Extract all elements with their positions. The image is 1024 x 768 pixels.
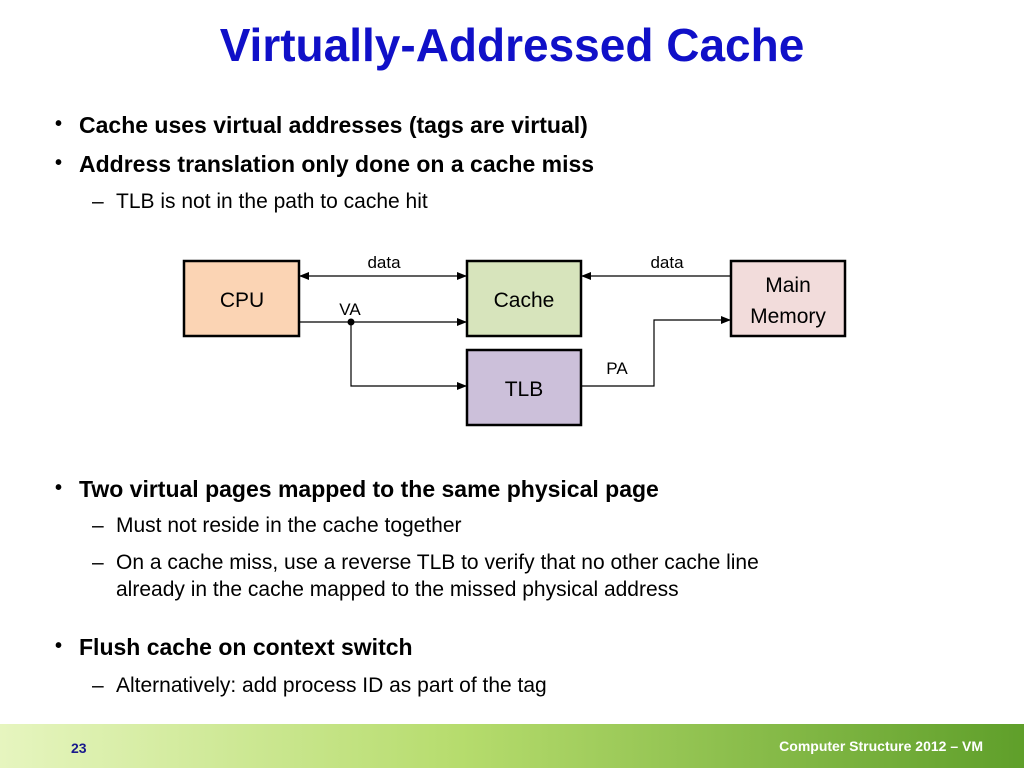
tlb-label: TLB (505, 378, 544, 401)
sub-bullet-dash: – (92, 190, 104, 213)
memory-label-line2: Memory (750, 305, 826, 328)
sub-bullet-text: Must not reside in the cache together (116, 514, 462, 537)
sub-bullet-text: Alternatively: add process ID as part of… (116, 674, 547, 697)
memory-box (729, 259, 847, 338)
bullet-dot: • (55, 113, 63, 135)
cpu-box (182, 259, 301, 338)
data-label-right: data (650, 253, 684, 272)
footer-caption: Computer Structure 2012 – VM (779, 738, 983, 754)
bullet-text: Two virtual pages mapped to the same phy… (79, 476, 659, 502)
slide-title: Virtually-Addressed Cache (219, 19, 805, 71)
footer-bar: 23 Computer Structure 2012 – VM (0, 724, 1024, 768)
sub-bullet-dash: – (92, 514, 104, 537)
bullet-dot: • (55, 635, 63, 657)
sub-bullet-dash: – (92, 674, 104, 697)
cpu-label: CPU (220, 289, 264, 312)
bullet-dot: • (55, 152, 63, 174)
cache-box (465, 259, 583, 338)
bullet-text: Address translation only done on a cache… (79, 151, 595, 177)
va-label: VA (339, 300, 361, 319)
data-label-left: data (367, 253, 401, 272)
pa-label: PA (606, 359, 628, 378)
va-tlb-line (350, 322, 467, 390)
tlb-memory-pa-line (582, 316, 731, 387)
bullet-text: Flush cache on context switch (79, 634, 413, 660)
memory-label-line1: Main (765, 274, 811, 297)
page-number: 23 (71, 740, 87, 756)
tlb-box (465, 348, 583, 427)
bullet-text: Cache uses virtual addresses (tags are v… (79, 112, 588, 138)
sub-bullet-text: On a cache miss, use a reverse TLB to ve… (116, 551, 759, 574)
sub-bullet-text: already in the cache mapped to the misse… (116, 578, 679, 601)
sub-bullet-dash: – (92, 551, 104, 574)
bullet-dot: • (55, 477, 63, 499)
cache-label: Cache (494, 289, 555, 312)
sub-bullet-text: TLB is not in the path to cache hit (116, 190, 428, 213)
